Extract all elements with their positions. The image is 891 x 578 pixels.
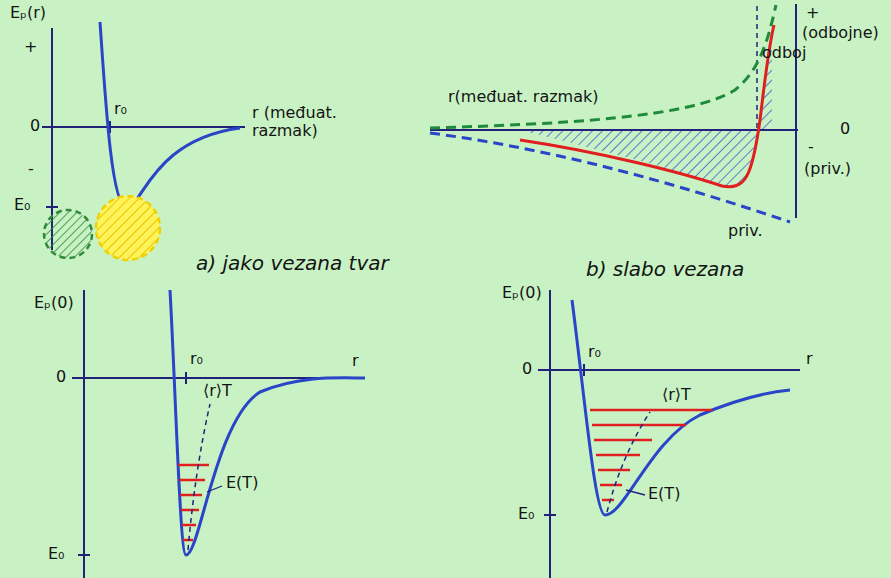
sign: +	[806, 4, 819, 22]
curve-label: E(T)	[648, 485, 680, 503]
axis-note: (priv.)	[804, 160, 851, 178]
axis-value: r₀	[588, 343, 601, 361]
axis-note: (odbojne)	[802, 24, 879, 42]
top-right-plot	[430, 4, 798, 222]
axis-value: r₀	[190, 350, 203, 368]
axis-label: r	[352, 352, 359, 370]
axis-value: E₀	[518, 505, 535, 523]
atom-circle	[44, 210, 92, 258]
sign: +	[24, 38, 37, 56]
axis-label: Eₚ(r)	[10, 4, 46, 22]
axis-label: r (međuat. razmak)	[252, 104, 362, 141]
axis-label: Eₚ(0)	[34, 294, 74, 312]
curve-label: ⟨r⟩T	[203, 382, 232, 400]
sign: -	[808, 138, 814, 156]
curve-label: priv.	[728, 222, 763, 240]
axis-value: 0	[30, 117, 40, 135]
axis-label: r(međuat. razmak)	[448, 88, 598, 106]
axis-value: 0	[522, 360, 532, 378]
curve-label: ⟨r⟩T	[662, 386, 691, 404]
curve-label: E(T)	[226, 474, 258, 492]
axis-value: 0	[840, 120, 850, 138]
sign: -	[28, 160, 34, 178]
bottom-right-plot	[538, 290, 800, 578]
axis-value: E₀	[14, 196, 31, 214]
caption: a) jako vezana tvar	[196, 252, 389, 275]
caption: b) slabo vezana	[586, 258, 744, 281]
axis-value: r₀	[114, 100, 127, 118]
bottom-left-plot	[72, 290, 365, 578]
curve-label: odboj	[762, 44, 806, 62]
atom-circle	[96, 196, 160, 260]
axis-label: r	[806, 350, 813, 368]
axis-value: E₀	[48, 545, 65, 563]
axis-label: Eₚ(0)	[502, 284, 542, 302]
axis-value: 0	[56, 368, 66, 386]
